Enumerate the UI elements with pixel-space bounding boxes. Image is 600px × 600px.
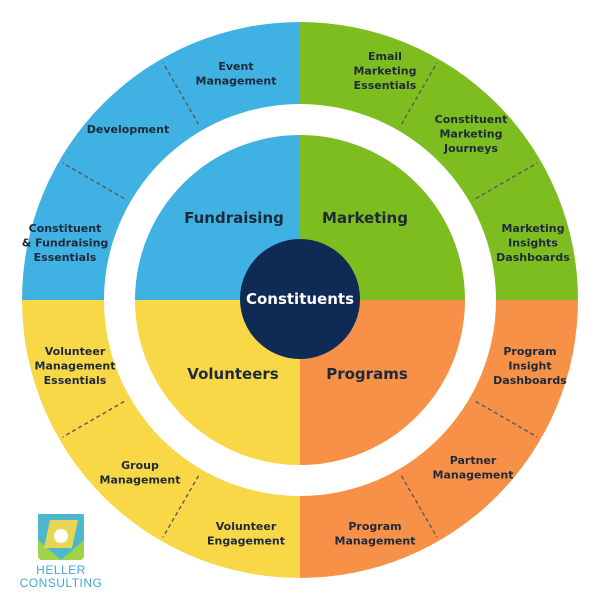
outer-label-line: Management [100,474,181,487]
outer-label-line: Volunteer [216,520,277,533]
divider-line [62,162,125,200]
logo-mark-dot [54,529,68,543]
heller-consulting-logo: HELLER CONSULTING [20,514,103,590]
divider-line [475,400,538,438]
outer-label-line: Insight [508,360,551,373]
divider-line [475,162,538,200]
outer-label-line: Insights [508,237,558,250]
logo-text-line2: CONSULTING [20,576,103,590]
center-circle [240,239,360,359]
outer-label-line: & Fundraising [22,237,109,250]
quadrant-label-fundraising: Fundraising [184,209,284,227]
outer-label-line: Management [35,360,116,373]
center-label: Constituents [246,290,354,308]
outer-label-line: Program [503,345,556,358]
divider-line [162,62,200,125]
outer-label-line: Group [121,459,159,472]
outer-label-line: Development [87,123,169,136]
outer-label-line: Email [368,50,402,63]
divider-line [400,475,438,538]
outer-label-line: Program [348,520,401,533]
outer-label-line: Management [433,469,514,482]
logo-text-line1: HELLER [36,563,86,577]
outer-label-line: Constituent [29,222,102,235]
outer-label-line: Essentials [354,79,417,92]
outer-label-line: Essentials [34,251,97,264]
divider-line [400,62,438,125]
outer-label-line: Essentials [44,374,107,387]
outer-label-line: Dashboards [493,374,567,387]
outer-label-line: Event [218,60,253,73]
quadrant-label-programs: Programs [326,365,408,383]
outer-label-line: Management [196,75,277,88]
outer-label-fundraising-1: Development [87,123,169,136]
outer-ring-dividers [62,62,538,538]
outer-label-line: Marketing [439,128,502,141]
outer-label-line: Engagement [207,535,285,548]
outer-label-line: Marketing [501,222,564,235]
outer-label-line: Dashboards [496,251,570,264]
outer-label-line: Constituent [435,113,508,126]
outer-label-line: Management [335,535,416,548]
outer-label-line: Marketing [353,65,416,78]
outer-label-line: Volunteer [45,345,106,358]
outer-label-line: Journeys [443,142,498,155]
quadrant-label-volunteers: Volunteers [187,365,279,383]
outer-label-line: Partner [450,454,497,467]
divider-line [162,475,200,538]
quadrant-label-marketing: Marketing [322,209,408,227]
divider-line [62,400,125,438]
